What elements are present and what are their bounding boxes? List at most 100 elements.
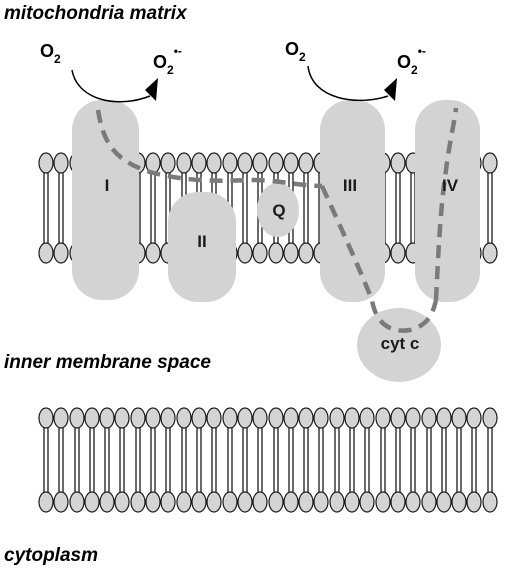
lipid-head [176,407,192,429]
lipid-head [436,407,452,429]
lipid-head [206,152,222,174]
lipid-head [252,491,268,513]
lipid-head [466,407,482,429]
lipid-head [405,407,421,429]
lipid-head [268,152,284,174]
lipid-head [84,407,100,429]
lipid-head [114,407,130,429]
lipid-head [451,491,467,513]
lipid-head [405,491,421,513]
lipid-head [482,152,498,174]
lipid-head [390,491,406,513]
lipid-head [451,407,467,429]
lipid-head [421,407,437,429]
lipid-head [375,407,391,429]
lipid-head [329,407,345,429]
lipid-head [191,407,207,429]
electron-path-complex-iv [433,107,459,301]
electron-path-complex-iii-to-cytc [319,185,439,333]
lipid-head [53,491,69,513]
superoxide-arrow-complex-i [71,69,151,103]
label-inner-membrane-space: inner membrane space [4,352,211,373]
complex-iii [320,100,385,302]
lipid-head [99,407,115,429]
lipid-head [482,491,498,513]
lipid-head [191,152,207,174]
lipid-head [145,242,161,264]
lipid-head [53,407,69,429]
lipid-head [298,242,314,264]
complex-iv [415,100,480,302]
lipid-head [130,491,146,513]
lipid-head [53,242,69,264]
lipid-head [191,491,207,513]
lipid-head [237,242,253,264]
lipid-head [390,242,406,264]
lipid-head [206,407,222,429]
lipid-head [359,491,375,513]
lipid-head [313,407,329,429]
label-mitochondria-matrix: mitochondria matrix [4,3,188,24]
lipid-head [38,152,54,174]
lipid-head [421,491,437,513]
lipid-head [237,152,253,174]
lipid-head [344,491,360,513]
complex-i [72,100,139,300]
lipid-head [114,491,130,513]
oxygen-label-complex-i: O2 [40,41,61,66]
lipid-head [38,242,54,264]
lipid-head [390,407,406,429]
lipid-head [482,242,498,264]
lipid-head [268,491,284,513]
lipid-head [283,152,299,174]
lipid-head [268,407,284,429]
lipid-head [145,491,161,513]
complex-iv-label: IV [442,176,459,195]
label-cytoplasm: cytoplasm [4,545,98,566]
lipid-head [206,491,222,513]
superoxide-arrowhead-complex-i [145,78,158,101]
lipid-head [222,491,238,513]
lipid-head [160,152,176,174]
lipid-head [436,491,452,513]
lipid-head [466,491,482,513]
lipid-head [390,152,406,174]
lipid-head [329,491,345,513]
lipid-head [482,407,498,429]
lipid-head [237,491,253,513]
lipid-head [145,407,161,429]
complex-iii-label: III [343,176,357,195]
lipid-head [69,407,85,429]
lipid-head [237,407,253,429]
lipid-head [359,407,375,429]
lipid-head [176,152,192,174]
superoxide-arrow-complex-iii [307,65,389,102]
lipid-head [222,152,238,174]
lipid-head [130,407,146,429]
lipid-head [160,407,176,429]
lipid-head [268,242,284,264]
lipid-head [176,491,192,513]
lipid-head [38,491,54,513]
complex-i-label: I [105,176,110,195]
lipid-head [252,407,268,429]
lipid-head [283,491,299,513]
ubiquinone-label: Q [272,201,285,220]
superoxide-arrowhead-complex-iii [384,78,397,101]
lipid-head [298,407,314,429]
lipid-head [69,491,85,513]
electron-path-complex-i-to-iii [95,109,323,189]
lipid-head [313,491,329,513]
lipid-head [298,491,314,513]
ubiquinone-q [257,183,299,237]
lipid-head [99,491,115,513]
plasma-membrane-bilayer [38,407,498,513]
lipid-head [283,242,299,264]
lipid-head [375,491,391,513]
lipid-head [344,407,360,429]
lipid-head [298,152,314,174]
lipid-head [160,491,176,513]
oxygen-label-complex-iii: O2 [285,39,306,64]
complex-ii-label: II [197,232,206,251]
